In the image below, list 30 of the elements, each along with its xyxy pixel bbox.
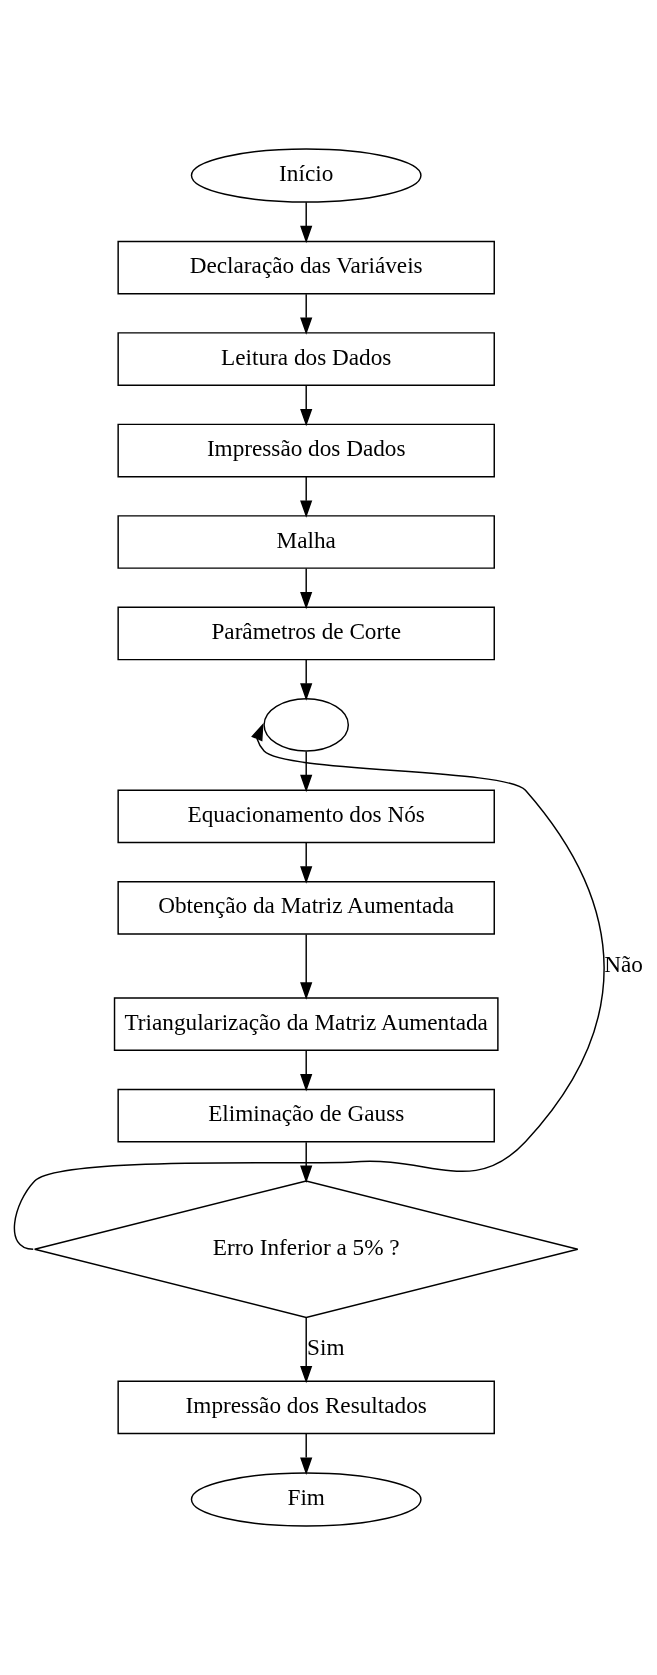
node-box: Leitura dos Dados — [117, 332, 495, 386]
arrow — [300, 201, 313, 244]
arrow — [300, 293, 313, 335]
node-box: Impressão dos Resultados — [117, 1380, 495, 1435]
node-box: Declaração das Variáveis — [117, 240, 495, 295]
arrow — [300, 750, 313, 793]
node-box: Impressão dos Dados — [117, 423, 495, 478]
arrow — [300, 842, 313, 884]
node-box: Malha — [117, 515, 495, 569]
arrow — [300, 1317, 313, 1384]
node-diamond: Erro Inferior a 5% ? — [33, 1180, 579, 1319]
arrow — [300, 476, 313, 518]
node-box: Parâmetros de Corte — [117, 606, 495, 661]
arrow — [13, 722, 605, 1250]
edge-label: Não — [604, 950, 643, 977]
node-circle — [263, 698, 350, 752]
node-ellipse: Início — [190, 148, 422, 203]
node-box: Obtenção da Matriz Aumentada — [117, 881, 495, 935]
arrow — [300, 933, 313, 1000]
arrow — [300, 567, 313, 610]
arrow — [300, 384, 313, 427]
node-box: Eliminação de Gauss — [117, 1088, 495, 1143]
node-ellipse: Fim — [190, 1472, 422, 1527]
arrow — [300, 1141, 313, 1183]
node-box: Equacionamento dos Nós — [117, 789, 495, 844]
arrow — [300, 1049, 313, 1092]
arrow — [300, 659, 313, 701]
arrow — [300, 1433, 313, 1475]
edge-label: Sim — [307, 1333, 345, 1360]
node-box: Triangularização da Matriz Aumentada — [113, 997, 499, 1051]
